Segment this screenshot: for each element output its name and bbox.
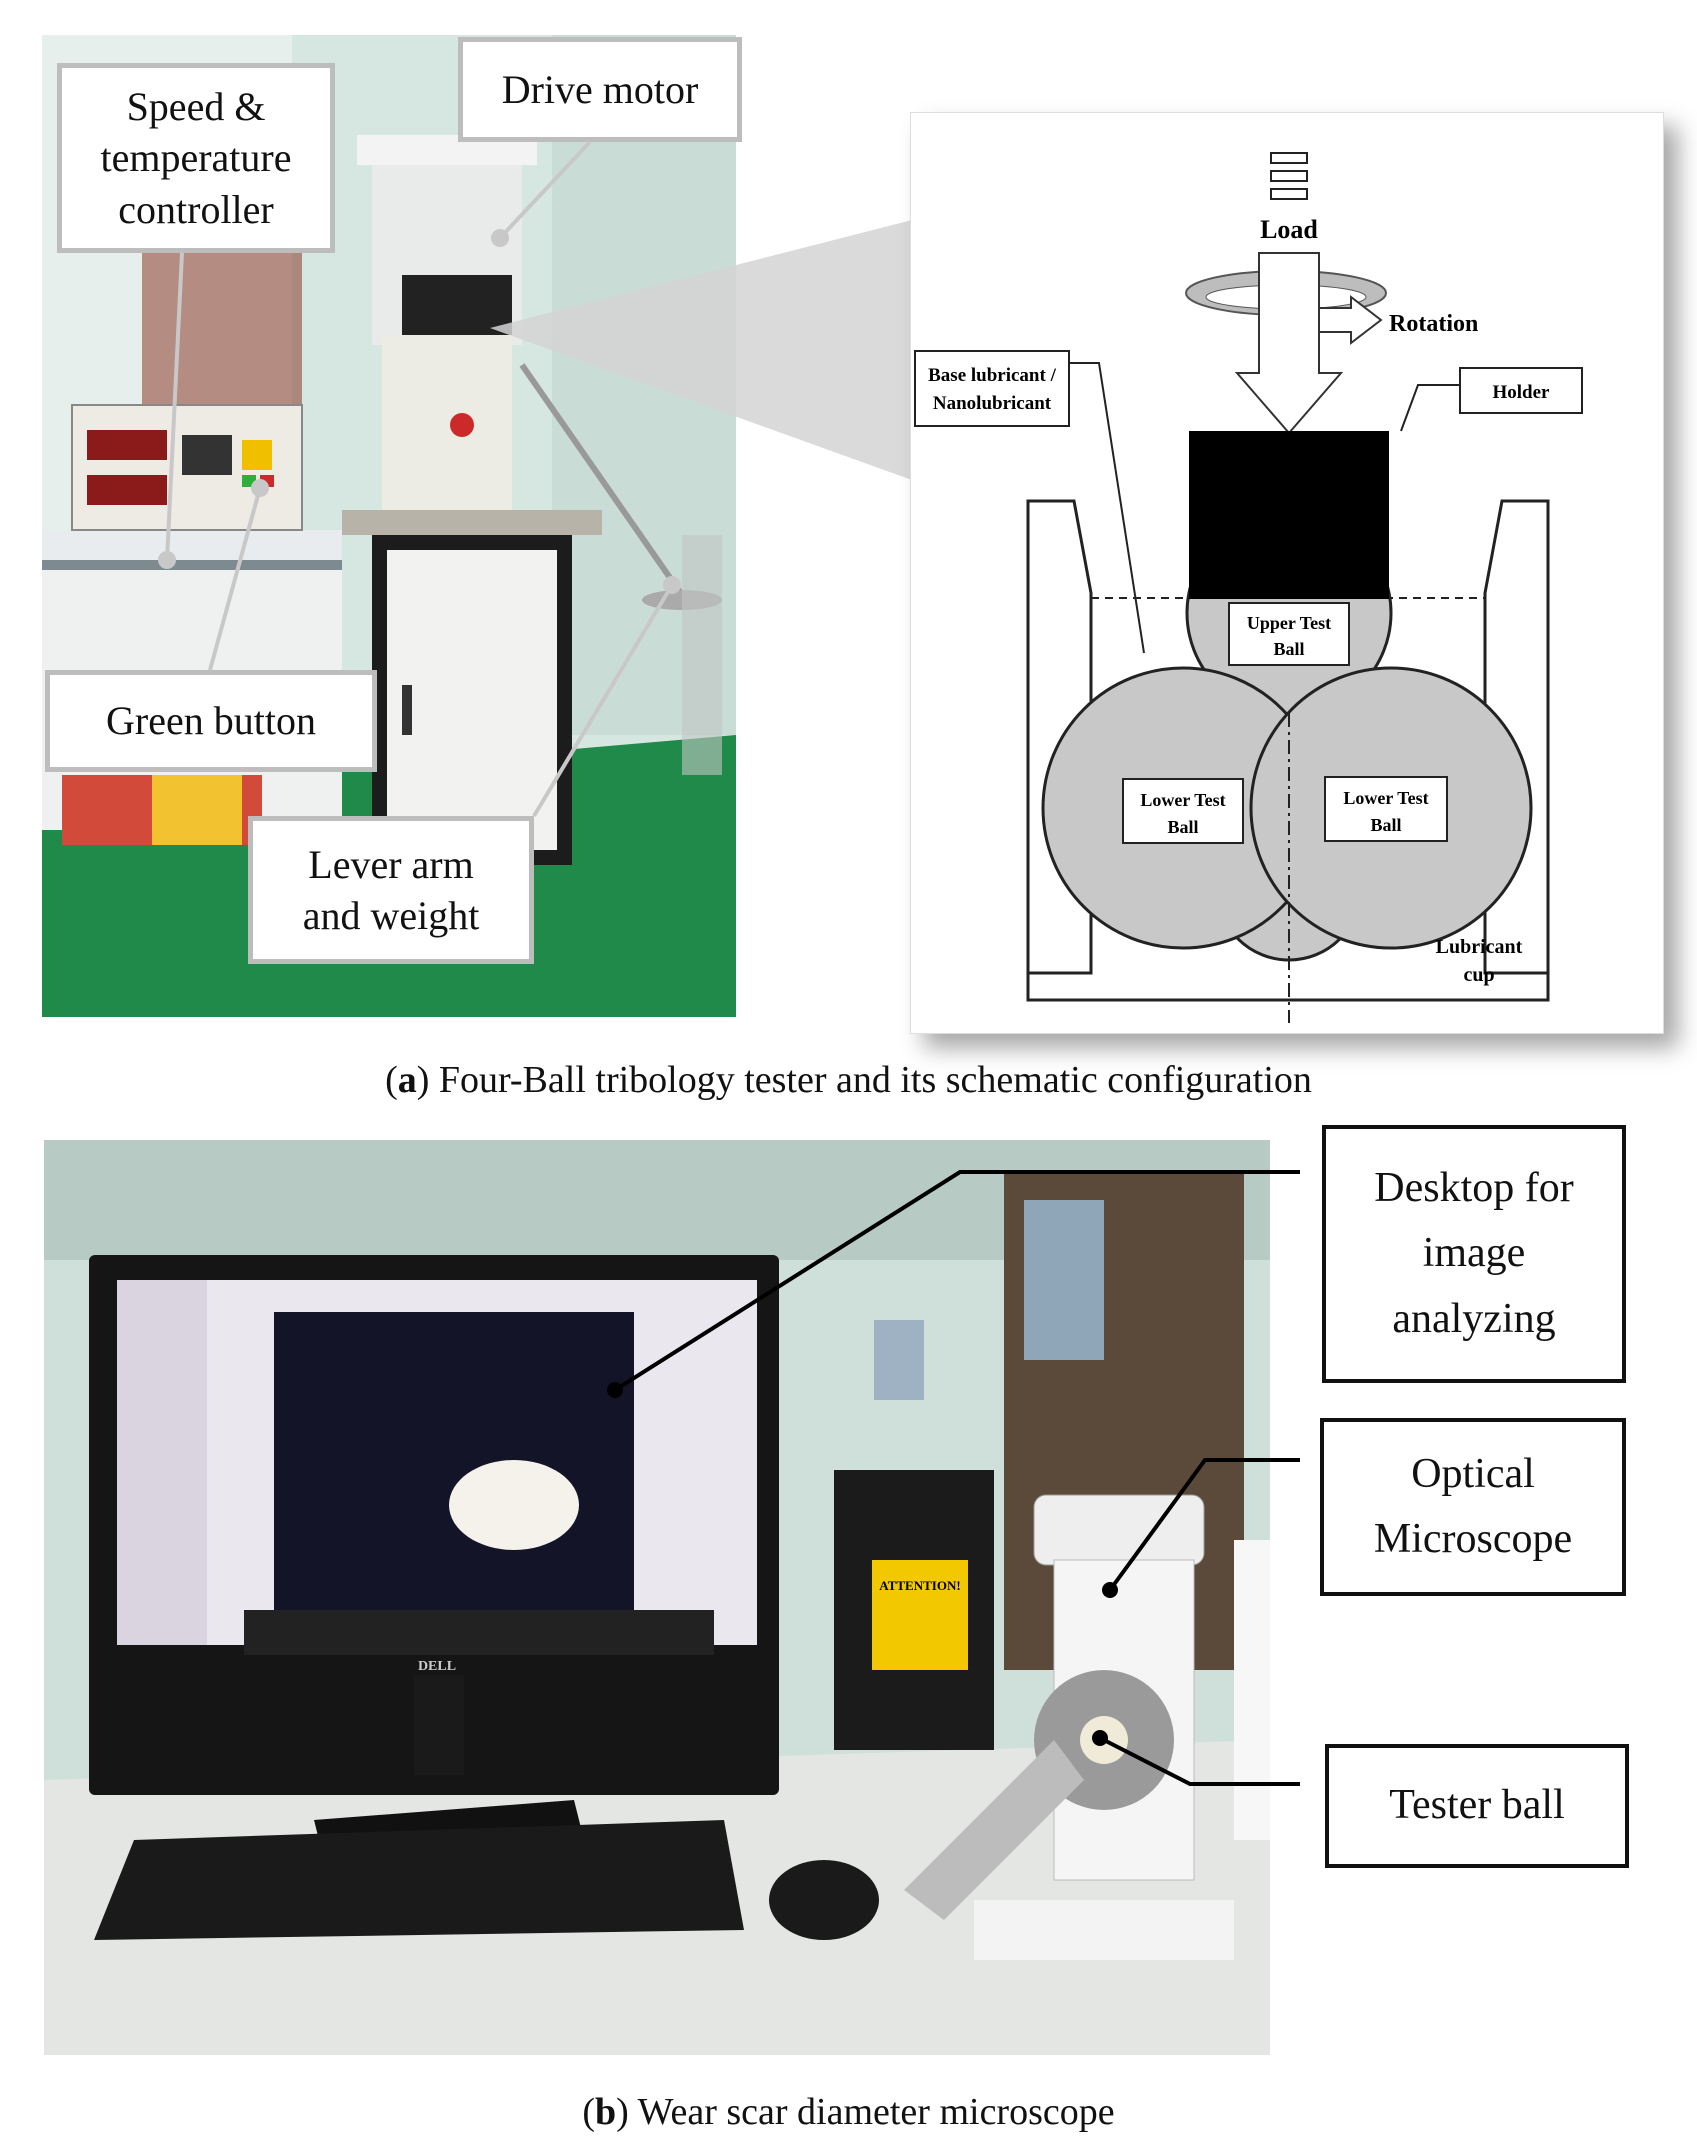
panel-a-leader-lines <box>158 140 912 818</box>
base-lubricant-label-line1: Base lubricant / <box>928 365 1056 386</box>
monitor-brand-logo: DELL <box>418 1659 456 1674</box>
caption-b: (b) Wear scar diameter microscope <box>582 2091 1115 2133</box>
base-lubricant-label-line2: Nanolubricant <box>933 393 1052 414</box>
drive-motor-label: Drive motor <box>458 37 742 142</box>
microscope-photo: DELL ATTENTION! <box>44 1140 1270 2055</box>
desktop-label: Desktop for image analyzing <box>1322 1125 1626 1383</box>
green-button-label: Green button <box>45 670 377 772</box>
tester-ball-text: Tester ball <box>1389 1782 1565 1829</box>
caption-b-text: Wear scar diameter microscope <box>628 2091 1115 2133</box>
load-label: Load <box>1260 215 1318 244</box>
drive-motor-text: Drive motor <box>501 66 699 112</box>
microscope-photo-illustration: DELL ATTENTION! <box>44 1140 1270 2055</box>
tester-ball-label: Tester ball <box>1325 1744 1629 1868</box>
lever-arm-text: Lever arm and weight <box>302 841 480 938</box>
lower-left-ball-label-line2: Ball <box>1167 817 1198 837</box>
caption-a-letter: a <box>397 1059 417 1101</box>
caption-a: (a) Four-Ball tribology tester and its s… <box>385 1059 1312 1101</box>
lubricant-cup-label-line2: cup <box>1463 964 1494 986</box>
zoom-wedge <box>490 220 912 480</box>
schematic-diagram: Load Rotation Base lubricant / Nanolubri… <box>910 112 1664 1034</box>
panel-b-leader-lines <box>607 1170 1300 1786</box>
lubricant-cup-label-line1: Lubricant <box>1436 936 1523 958</box>
speed-controller-text: Speed & temperature controller <box>100 84 292 232</box>
desktop-text: Desktop for image analyzing <box>1374 1165 1574 1342</box>
lower-right-ball-label-line1: Lower Test <box>1343 788 1428 808</box>
green-button-text: Green button <box>106 698 316 744</box>
caption-b-letter: b <box>595 2091 617 2133</box>
schematic-svg: Load Rotation Base lubricant / Nanolubri… <box>914 152 1583 1023</box>
holder-label: Holder <box>1493 382 1551 403</box>
optical-microscope-label: Optical Microscope <box>1320 1418 1626 1596</box>
upper-ball-label-line2: Ball <box>1273 639 1304 659</box>
lower-left-ball-label-line1: Lower Test <box>1140 790 1225 810</box>
upper-ball-label-line1: Upper Test <box>1247 613 1331 633</box>
lower-right-ball-label-line2: Ball <box>1370 815 1401 835</box>
optical-microscope-text: Optical Microscope <box>1373 1450 1573 1562</box>
speed-temperature-controller-label: Speed & temperature controller <box>57 63 335 253</box>
caption-a-text: Four-Ball tribology tester and its schem… <box>429 1059 1312 1101</box>
rotation-label: Rotation <box>1389 311 1478 337</box>
warning-sticker-text: ATTENTION! <box>879 1578 960 1593</box>
lever-arm-label: Lever arm and weight <box>248 816 534 964</box>
